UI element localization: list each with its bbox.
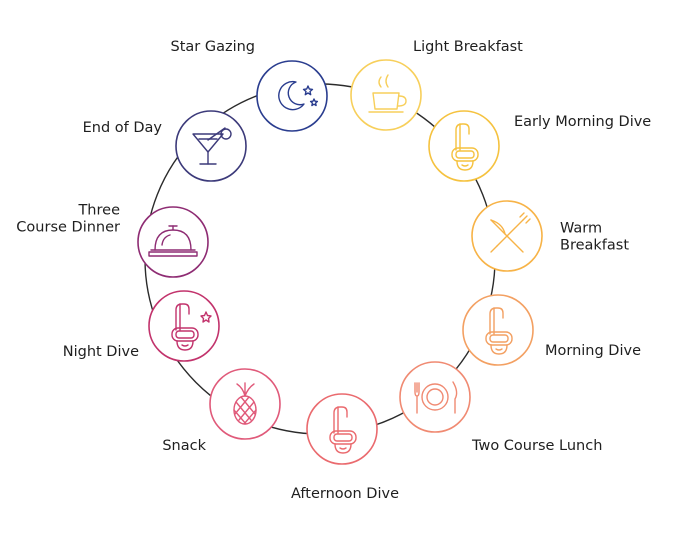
activity-label: Two Course Lunch bbox=[471, 438, 602, 454]
activity-node-afternoon-dive: Afternoon Dive bbox=[291, 393, 399, 502]
activity-circle bbox=[428, 110, 500, 182]
activity-label: Light Breakfast bbox=[413, 39, 523, 55]
activity-label: Snack bbox=[162, 438, 206, 454]
activity-node-end-of-day: End of Day bbox=[83, 110, 247, 182]
activity-circle bbox=[148, 290, 220, 362]
activity-node-early-morning-dive: Early Morning Dive bbox=[428, 110, 651, 182]
coffee-cup-icon bbox=[368, 74, 407, 113]
moon-stars-icon bbox=[278, 80, 319, 111]
snorkel-mask-icon bbox=[451, 123, 479, 171]
activity-circle bbox=[399, 361, 471, 433]
activity-label-line: Early Morning Dive bbox=[514, 114, 651, 130]
activity-node-star-gazing: Star Gazing bbox=[170, 39, 328, 132]
activity-label-line: Warm bbox=[560, 221, 602, 237]
cloche-icon bbox=[148, 225, 198, 257]
activity-label-line: Light Breakfast bbox=[413, 39, 523, 55]
activity-label-line: Afternoon Dive bbox=[291, 486, 399, 502]
activity-circle bbox=[462, 294, 534, 366]
activity-label: Afternoon Dive bbox=[291, 486, 399, 502]
snorkel-mask-icon bbox=[485, 307, 513, 355]
activity-label-line: Star Gazing bbox=[170, 39, 255, 55]
activity-label-line: End of Day bbox=[83, 120, 163, 136]
activity-label-line: Snack bbox=[162, 438, 206, 454]
activity-label-line: Morning Dive bbox=[545, 343, 641, 359]
activity-label-line: Course Dinner bbox=[16, 220, 120, 236]
snorkel-mask-icon bbox=[329, 406, 357, 454]
activity-node-morning-dive: Morning Dive bbox=[462, 294, 641, 366]
activity-node-light-breakfast: Light Breakfast bbox=[350, 39, 523, 131]
activity-circle bbox=[256, 60, 328, 132]
activity-circle bbox=[306, 393, 378, 465]
activity-label-line: Two Course Lunch bbox=[471, 438, 602, 454]
activity-label: Night Dive bbox=[63, 344, 139, 360]
knife-fork-crossed-icon bbox=[490, 212, 531, 253]
activity-label: Morning Dive bbox=[545, 343, 641, 359]
activity-circle bbox=[137, 206, 209, 278]
cocktail-glass-icon bbox=[192, 127, 232, 165]
activity-circle bbox=[175, 110, 247, 182]
activity-label: End of Day bbox=[83, 120, 163, 136]
activity-node-snack: Snack bbox=[162, 368, 281, 454]
activity-label-line: Breakfast bbox=[560, 238, 629, 254]
activity-node-night-dive: Night Dive bbox=[63, 290, 220, 362]
plate-cutlery-icon bbox=[414, 381, 458, 414]
activity-label-line: Night Dive bbox=[63, 344, 139, 360]
activity-circle bbox=[350, 59, 422, 131]
activity-circle bbox=[209, 368, 281, 440]
activity-label: Early Morning Dive bbox=[514, 114, 651, 130]
activity-label: Star Gazing bbox=[170, 39, 255, 55]
pineapple-icon bbox=[233, 382, 257, 425]
activity-label-line: Three bbox=[77, 203, 120, 219]
activity-node-two-course-lunch: Two Course Lunch bbox=[399, 361, 602, 454]
snorkel-mask-stars-icon bbox=[171, 303, 212, 351]
